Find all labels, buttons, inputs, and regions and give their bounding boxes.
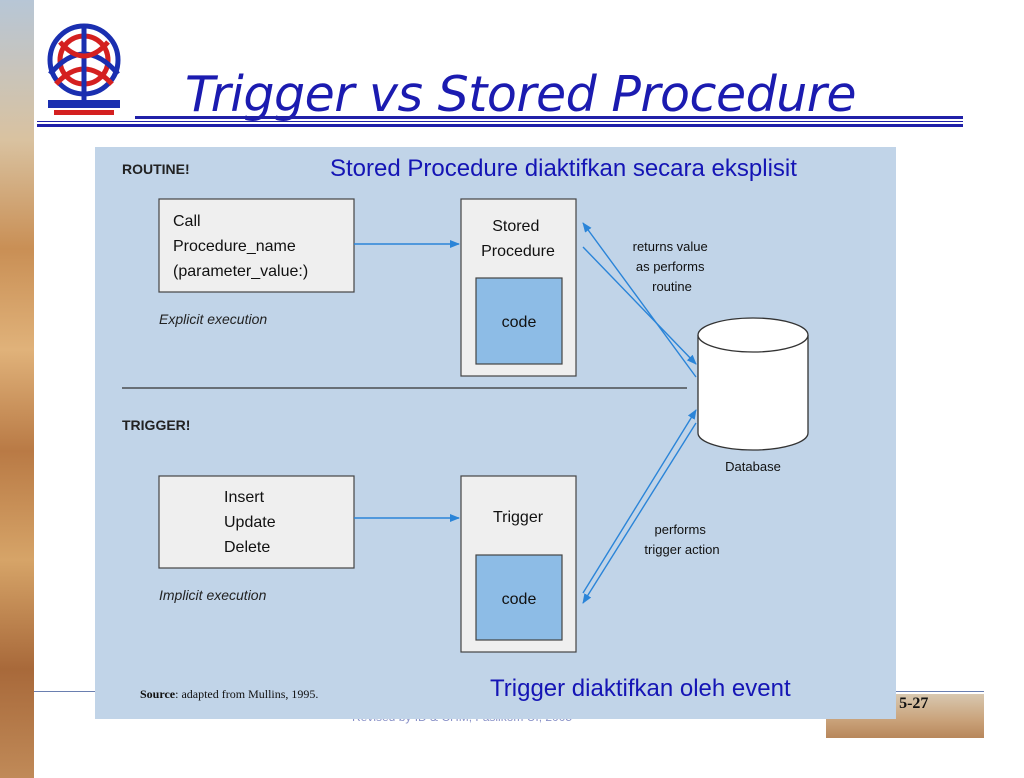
db-to-trigger-arrow: [582, 422, 697, 604]
database-label: Database: [725, 459, 781, 474]
stored-procedure-line-1: Stored: [492, 218, 539, 235]
call-line-2: Procedure_name: [173, 238, 296, 255]
trigger-label: Trigger: [493, 509, 544, 526]
returns-line-1: returns value: [633, 239, 708, 254]
trigger-code-label: code: [502, 591, 537, 608]
slide-title: Trigger vs Stored Procedure: [185, 66, 857, 123]
trigger-header: TRIGGER!: [122, 417, 190, 433]
title-underline: [135, 116, 963, 119]
sp-code-label: code: [502, 314, 537, 331]
event-text: Insert Update Delete: [224, 489, 280, 556]
stored-procedure-line-2: Procedure: [481, 243, 555, 260]
call-procedure-text: Call Procedure_name (parameter_value:): [173, 213, 308, 280]
event-box: [158, 475, 355, 569]
source-bold: Source: [140, 687, 176, 701]
performs-action-label: performs trigger action: [644, 522, 719, 557]
trigger-to-db-arrow: [582, 409, 697, 594]
db-to-sp-arrow: [582, 222, 697, 378]
stored-procedure-label: Stored Procedure: [481, 218, 555, 260]
trigger-vs-procedure-diagram: ROUTINE! Call Procedure_name (parameter_…: [122, 161, 809, 653]
returns-line-3: routine: [652, 279, 692, 294]
title-underline-thin: [37, 121, 963, 122]
returns-value-label: returns value as performs routine: [633, 239, 712, 294]
event-line-1: Insert: [224, 489, 265, 506]
call-procedure-box: [158, 198, 355, 293]
caption-explicit: Stored Procedure diaktifkan secara ekspl…: [330, 155, 797, 182]
event-line-3: Delete: [224, 539, 270, 556]
source-rest: : adapted from Mullins, 1995.: [175, 687, 319, 701]
returns-line-2: as performs: [636, 259, 705, 274]
university-logo: [47, 23, 121, 115]
slide-number: e 5-27: [888, 695, 929, 712]
left-decorative-strip: [0, 0, 34, 778]
routine-header: ROUTINE!: [122, 161, 190, 177]
trigger-code-box: [475, 554, 563, 641]
event-line-2: Update: [224, 514, 276, 531]
diagram-panel: ROUTINE! Call Procedure_name (parameter_…: [95, 147, 896, 719]
call-line-1: Call: [173, 213, 201, 230]
source-citation: Source: adapted from Mullins, 1995.: [140, 687, 318, 702]
call-line-3: (parameter_value:): [173, 263, 308, 280]
explicit-execution-label: Explicit execution: [159, 311, 267, 327]
sp-code-box: [475, 277, 563, 365]
database-cylinder: [697, 317, 809, 451]
caption-event: Trigger diaktifkan oleh event: [490, 675, 791, 702]
title-underline-bottom: [37, 124, 963, 127]
performs-line-1: performs: [655, 522, 707, 537]
sp-to-db-arrow: [582, 246, 697, 365]
performs-line-2: trigger action: [644, 542, 719, 557]
implicit-execution-label: Implicit execution: [159, 587, 267, 603]
